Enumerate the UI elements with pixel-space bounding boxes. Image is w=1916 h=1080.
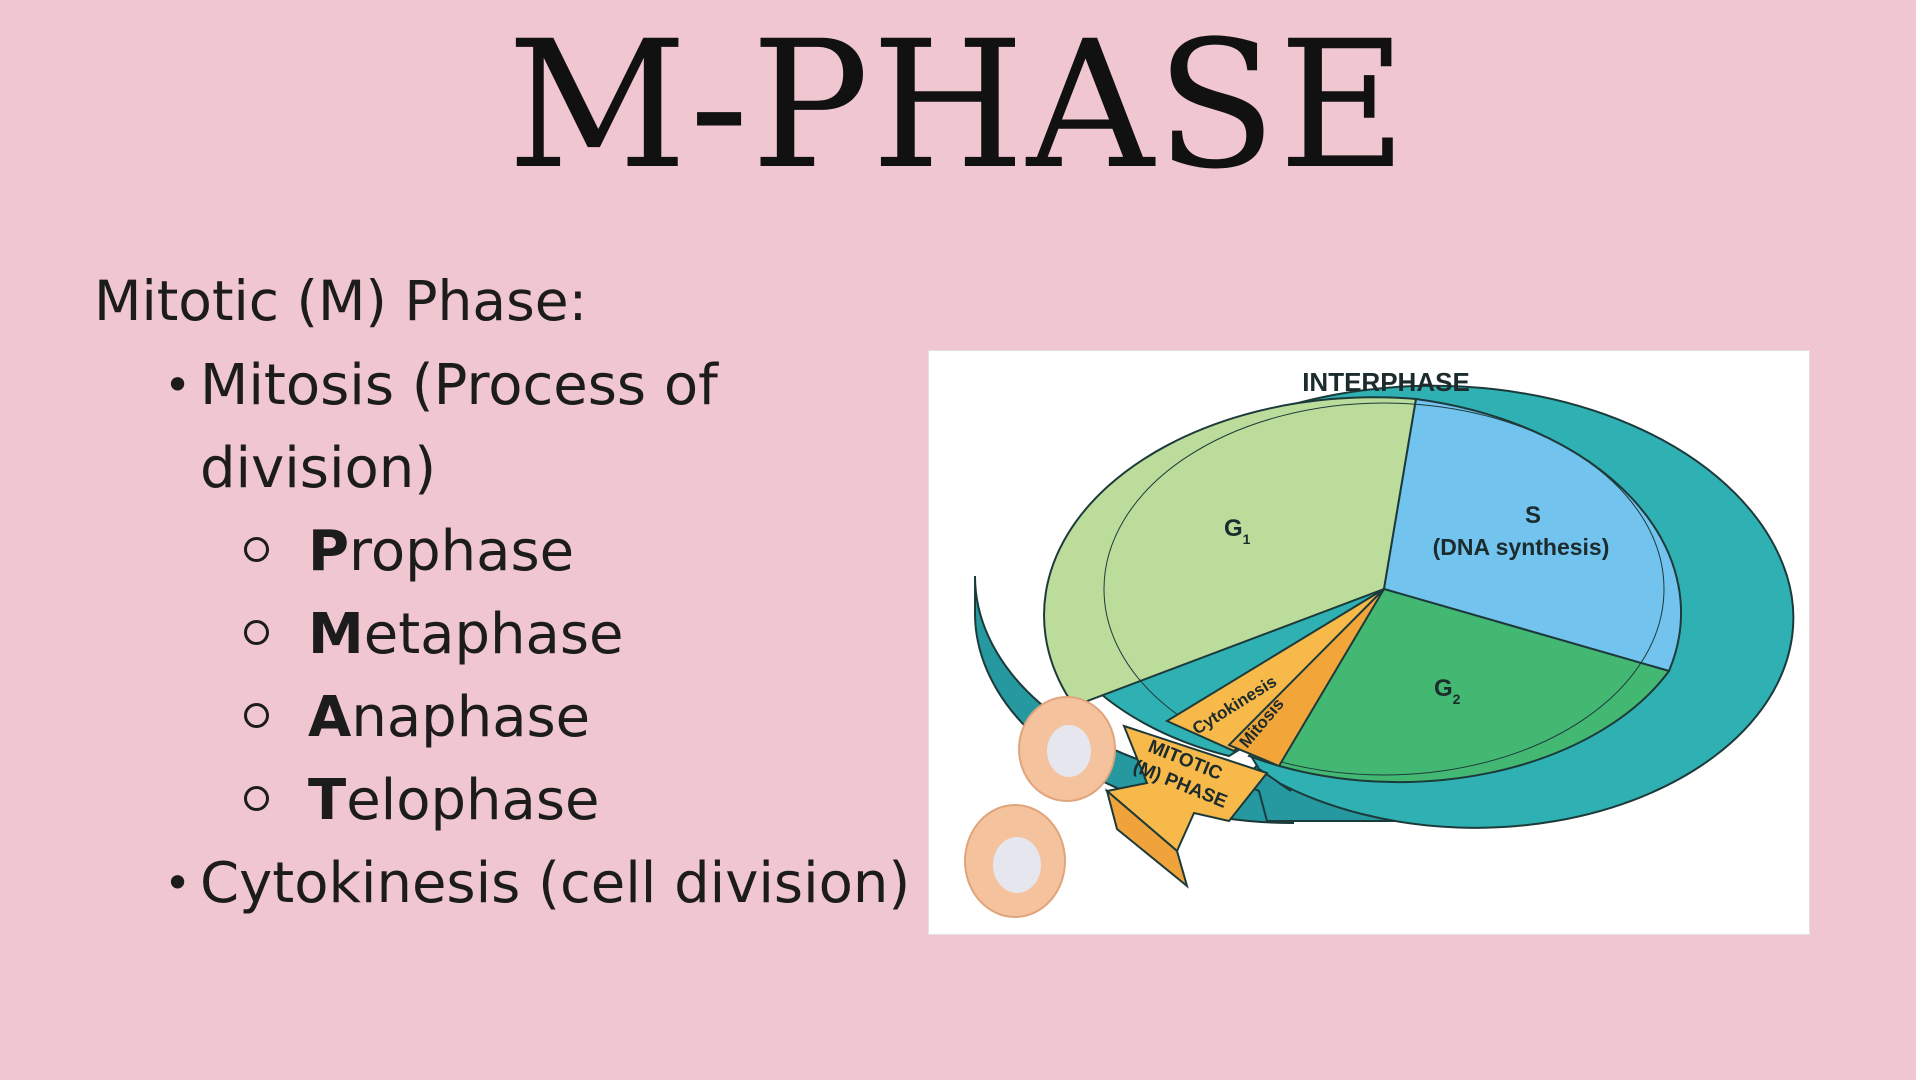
phase-item-anaphase: Anaphase — [94, 676, 914, 759]
dna-synthesis-label: (DNA synthesis) — [1433, 534, 1610, 560]
s-sector — [1382, 397, 1683, 673]
bullet-mitosis: • Mitosis (Process of division) Prophase… — [94, 344, 914, 842]
g1-sector — [1043, 396, 1418, 708]
phase-rest: rophase — [349, 519, 575, 584]
daughter-cell-top — [1018, 696, 1116, 802]
hollow-circle-bullet-icon — [244, 703, 269, 728]
s-label: S — [1525, 502, 1541, 529]
phase-rest: elophase — [346, 768, 600, 833]
hollow-circle-bullet-icon — [244, 537, 269, 562]
bullet-cytokinesis: • Cytokinesis (cell division) — [94, 842, 914, 925]
phase-item-prophase: Prophase — [94, 510, 914, 593]
phase-rest: etaphase — [363, 602, 624, 667]
main-bullet-list: • Mitosis (Process of division) Prophase… — [94, 344, 914, 925]
hollow-circle-bullet-icon — [244, 620, 269, 645]
phase-initial: T — [308, 768, 347, 833]
phase-list: Prophase Metaphase Anaphase Telophase — [200, 510, 914, 842]
g2-label: G2 — [1434, 675, 1461, 707]
interphase-label: INTERPHASE — [1302, 367, 1470, 397]
bullet-mitosis-text: Mitosis (Process of division) — [200, 353, 718, 501]
g1-label: G1 — [1224, 515, 1251, 547]
phase-item-telophase: Telophase — [94, 759, 914, 842]
slide-title: M-PHASE — [507, 3, 1409, 208]
phase-initial: A — [308, 685, 352, 750]
phase-rest: naphase — [351, 685, 591, 750]
daughter-cell-bottom — [964, 804, 1066, 918]
bullet-content: Mitotic (M) Phase: • Mitosis (Process of… — [94, 268, 914, 925]
bullet-dot-icon: • — [164, 358, 192, 412]
phase-item-metaphase: Metaphase — [94, 593, 914, 676]
hollow-circle-bullet-icon — [244, 786, 269, 811]
section-heading: Mitotic (M) Phase: — [94, 269, 588, 333]
mitotic-phase-arrow — [1104, 588, 1385, 889]
bullet-dot-icon: • — [164, 856, 192, 910]
cell-cycle-svg: INTERPHASE G1 S (DNA synthesis) G2 Cytok… — [964, 367, 1795, 918]
cell-cycle-diagram: INTERPHASE G1 S (DNA synthesis) G2 Cytok… — [928, 350, 1810, 935]
phase-initial: P — [308, 519, 350, 584]
bullet-cytokinesis-text: Cytokinesis (cell division) — [200, 851, 911, 916]
phase-initial: M — [308, 602, 364, 667]
